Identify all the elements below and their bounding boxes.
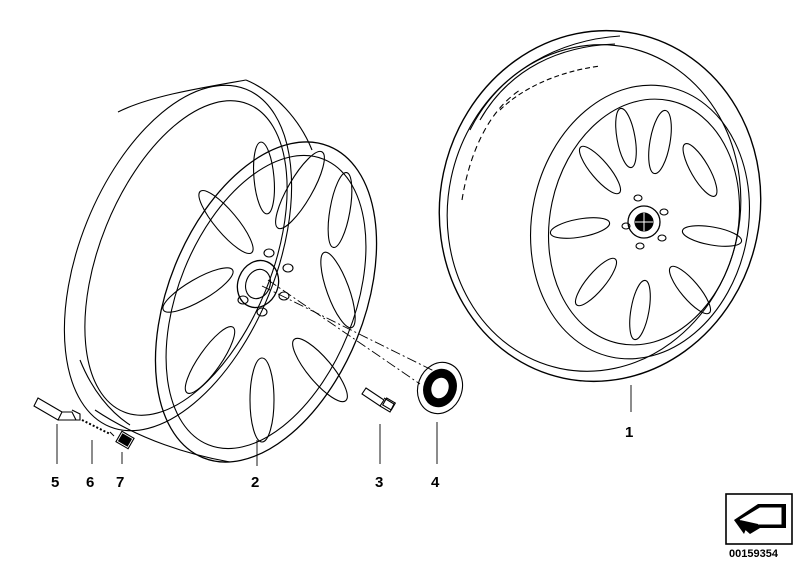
hub-cap-part-4 <box>416 361 464 415</box>
callout-2: 2 <box>251 474 259 491</box>
wheel-spokes <box>549 107 743 341</box>
leader-lines <box>56 279 632 466</box>
return-arrow-icon[interactable] <box>725 493 793 545</box>
valve-part-5 <box>33 397 81 421</box>
wheel-tyre-part-1 <box>438 29 762 383</box>
rim-spokes <box>162 141 356 443</box>
callout-7: 7 <box>116 474 124 491</box>
callout-5: 5 <box>51 474 59 491</box>
callout-4: 4 <box>431 474 440 491</box>
callout-1: 1 <box>625 424 633 441</box>
valve-cap-part-7 <box>115 430 135 450</box>
rim-part-2 <box>63 79 378 463</box>
wheel-bolt-part-3 <box>361 387 397 413</box>
valve-core-part-6 <box>81 419 115 437</box>
callout-3: 3 <box>375 474 383 491</box>
callout-6: 6 <box>86 474 94 491</box>
document-number: 00159354 <box>729 548 779 560</box>
